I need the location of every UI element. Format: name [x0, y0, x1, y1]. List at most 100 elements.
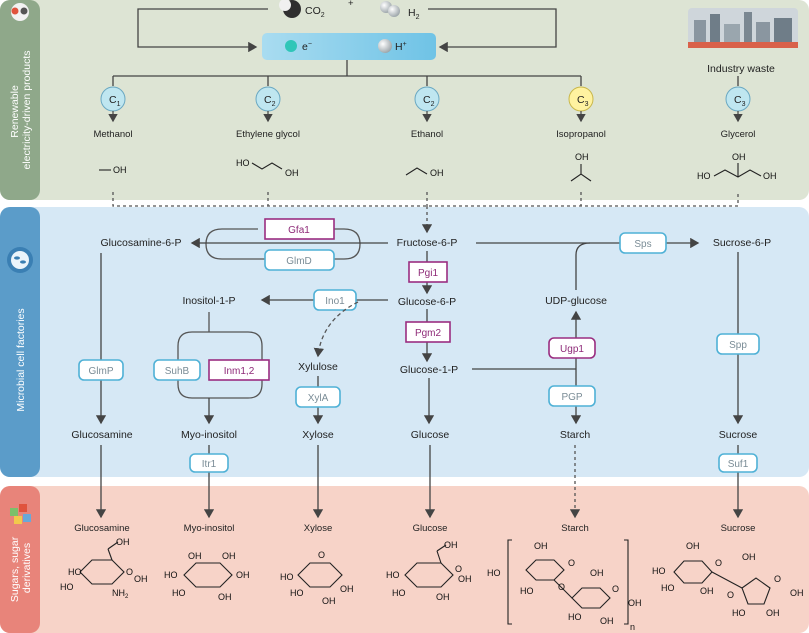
svg-text:OH: OH — [218, 592, 232, 602]
to-xylulose-dashed — [313, 301, 359, 358]
metabolite-glucosamine-6p: Glucosamine-6-P — [100, 237, 181, 249]
svg-text:O: O — [612, 584, 619, 594]
top-band-strip — [0, 0, 40, 200]
metabolite-glucose-1p: Glucose-1-P — [400, 364, 458, 376]
metabolite-sucrose: Sucrose — [719, 429, 758, 441]
carbon-bubble-c3-glycerol: C3 — [725, 86, 751, 112]
final-glucosamine: Glucosamine — [74, 523, 129, 534]
svg-text:OH: OH — [790, 588, 804, 598]
svg-text:SuhB: SuhB — [165, 366, 190, 377]
carbon-bubble-c2-ethanol: C2 — [414, 86, 440, 112]
svg-text:C3: C3 — [577, 94, 589, 108]
svg-text:Ino1: Ino1 — [325, 296, 345, 307]
enzyme-gfa1: Gfa1 — [264, 218, 335, 240]
plus-sign: + — [348, 0, 354, 9]
svg-text:O: O — [318, 550, 325, 560]
svg-text:C2: C2 — [264, 94, 276, 108]
top-band — [0, 0, 809, 200]
svg-text:OH: OH — [600, 616, 614, 626]
h2-molecule-icon — [380, 1, 400, 17]
svg-text:OH: OH — [732, 152, 746, 162]
svg-text:n: n — [630, 622, 635, 632]
factory-skyline-icon — [688, 8, 798, 48]
electricity-icon — [11, 3, 29, 21]
svg-text:OH: OH — [575, 152, 589, 162]
svg-text:Suf1: Suf1 — [728, 459, 749, 470]
svg-text:O: O — [774, 574, 781, 584]
ethanol-structure: OH — [405, 167, 444, 178]
svg-text:O: O — [715, 558, 722, 568]
svg-text:Spp: Spp — [729, 340, 747, 351]
svg-text:HO: HO — [172, 588, 186, 598]
sucrose-structure: OH O HO HO OH O OH O OH OH HO — [652, 541, 804, 618]
enzyme-glmp: GlmP — [78, 359, 124, 381]
enzyme-suhb: SuhB — [153, 359, 201, 381]
electron-label: e− — [302, 41, 312, 53]
svg-text:OH: OH — [444, 540, 458, 550]
industry-waste-label: Industry waste — [707, 63, 775, 75]
bottom-band-strip — [0, 486, 40, 633]
sugar-cubes-icon — [10, 504, 31, 524]
final-xylose: Xylose — [304, 523, 333, 534]
svg-text:OH: OH — [134, 574, 148, 584]
final-sucrose: Sucrose — [721, 523, 756, 534]
svg-text:OH: OH — [340, 584, 354, 594]
svg-text:O: O — [126, 567, 133, 577]
enzyme-ino1: Ino1 — [313, 289, 357, 311]
isopropanol-structure: OH — [570, 152, 592, 182]
final-starch: Starch — [561, 523, 588, 534]
glucose-structure: OH O HO OH HO OH — [386, 540, 472, 602]
svg-text:OH: OH — [285, 168, 299, 178]
svg-text:HO: HO — [487, 568, 501, 578]
carbon-bubble-c3-isopropanol: C3 — [568, 86, 594, 112]
middle-band-strip — [0, 207, 40, 477]
svg-text:HO: HO — [661, 583, 675, 593]
svg-text:OH: OH — [686, 541, 700, 551]
product-ethanol: Ethanol — [411, 129, 443, 140]
enzyme-pgi1: Pgi1 — [408, 261, 448, 283]
svg-text:HO: HO — [386, 570, 400, 580]
product-methanol: Methanol — [93, 129, 132, 140]
input-loop-line-right — [428, 8, 557, 53]
carbon-bubble-c2-ethylene-glycol: C2 — [255, 86, 281, 112]
svg-text:HO: HO — [520, 586, 534, 596]
enzyme-glmd: GlmD — [264, 249, 335, 271]
metabolite-xylose: Xylose — [302, 429, 334, 441]
svg-text:Gfa1: Gfa1 — [288, 225, 310, 236]
proton-label: H+ — [395, 41, 407, 53]
co2-molecule-icon — [279, 0, 301, 18]
enzyme-sps: Sps — [619, 232, 667, 254]
svg-text:C1: C1 — [109, 94, 121, 108]
metabolite-glucosamine: Glucosamine — [71, 429, 132, 441]
carbon-bubble-c1: C1 — [100, 86, 126, 112]
band-label-middle: Microbial cell factories — [15, 308, 27, 411]
final-glucose: Glucose — [413, 523, 448, 534]
svg-text:HO: HO — [236, 158, 250, 168]
svg-text:Sps: Sps — [634, 239, 651, 250]
enzyme-inm12: Inm1,2 — [208, 359, 270, 381]
svg-text:OH: OH — [628, 598, 642, 608]
metabolite-glucose: Glucose — [411, 429, 450, 441]
glycerol-structure: OH HO OH — [697, 152, 777, 181]
svg-text:OH: OH — [322, 596, 336, 606]
svg-text:OH: OH — [700, 586, 714, 596]
svg-text:HO: HO — [697, 171, 711, 181]
svg-text:OH: OH — [236, 570, 250, 580]
myo-inositol-structure: OH OH HO OH HO OH — [164, 551, 250, 602]
starch-structure: OH HO O HO O OH O OH HO OH n — [487, 539, 642, 632]
band-label-top: Renewable electricity-driven products — [9, 50, 33, 169]
svg-text:NH2: NH2 — [112, 588, 129, 600]
svg-text:GlmD: GlmD — [286, 256, 312, 267]
metabolite-fructose-6p: Fructose-6-P — [397, 237, 458, 249]
enzyme-pgp: PGP — [548, 385, 596, 407]
svg-text:OH: OH — [534, 541, 548, 551]
svg-text:HO: HO — [652, 566, 666, 576]
svg-text:OH: OH — [436, 592, 450, 602]
svg-text:OH: OH — [590, 568, 604, 578]
svg-text:PGP: PGP — [561, 392, 582, 403]
svg-text:HO: HO — [68, 567, 82, 577]
feed-dotted-line — [112, 192, 739, 207]
svg-text:HO: HO — [732, 608, 746, 618]
enzyme-suf1: Suf1 — [718, 453, 758, 473]
